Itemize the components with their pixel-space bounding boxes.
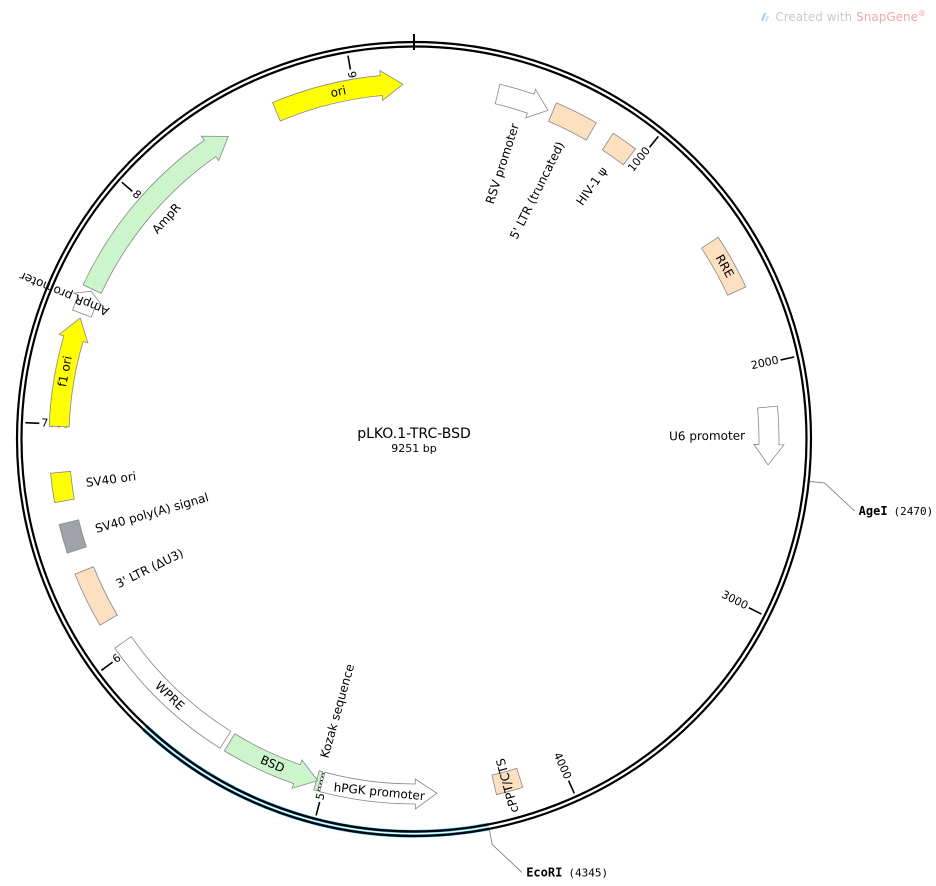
feature-sv40-poly-a-signal[interactable]: SV40 poly(A) signal xyxy=(58,490,211,554)
feature-sv40-ori[interactable]: SV40 ori xyxy=(50,469,137,504)
feature-cppt-cts[interactable]: cPPT/CTS xyxy=(491,757,524,815)
feature-shape xyxy=(753,405,785,466)
site-name: EcoRI xyxy=(526,866,562,880)
feature-label: 5' LTR (truncated) xyxy=(507,139,567,241)
feature-shape xyxy=(494,83,549,119)
feature-shape xyxy=(700,236,747,296)
site-layer: AgeI (2470) EcoRI (4345) xyxy=(488,481,934,880)
backbone xyxy=(15,34,813,838)
site-agei: AgeI (2470) xyxy=(859,504,934,518)
plasmid-length: 9251 bp xyxy=(391,442,436,455)
feature-shape xyxy=(601,132,637,166)
feature-label: SV40 ori xyxy=(85,469,137,490)
feature-rre[interactable]: RRE xyxy=(700,236,747,296)
feature-label: U6 promoter xyxy=(669,429,745,444)
tick-mark xyxy=(315,801,321,816)
feature-label: ori xyxy=(329,83,347,100)
feature-shape xyxy=(114,636,232,749)
brand-prefix: Created with xyxy=(775,9,853,24)
feature-shape xyxy=(48,317,89,428)
feature-hpgk-promoter[interactable]: hPGK promoter xyxy=(319,771,438,810)
feature-ori[interactable]: ori xyxy=(272,69,404,122)
feature-shape xyxy=(58,519,87,554)
site-position: (2470) xyxy=(894,505,934,518)
feature-5-ltr-truncated[interactable]: 5' LTR (truncated) xyxy=(507,102,597,242)
feature-label: 3' LTR (ΔU3) xyxy=(114,546,186,591)
feature-shape xyxy=(548,102,597,141)
feature-wpre[interactable]: WPRE xyxy=(114,636,232,749)
feature-u6-promoter[interactable]: U6 promoter xyxy=(669,405,785,466)
tick-mark xyxy=(567,780,576,794)
feature-shape xyxy=(50,470,75,504)
feature-kozak-sequence[interactable]: Kozak sequence xyxy=(313,662,358,792)
feature-hiv-1[interactable]: HIV-1 ψ xyxy=(574,132,637,208)
feature-shape xyxy=(74,566,118,626)
feature-label: Kozak sequence xyxy=(318,662,358,759)
snapgene-brand: Created with SnapGene® xyxy=(759,9,926,24)
site-leader-line xyxy=(809,481,855,512)
feature-label: SV40 poly(A) signal xyxy=(94,490,211,536)
tick-mark xyxy=(25,421,40,425)
tick-mark xyxy=(347,55,352,70)
feature-shape xyxy=(319,771,438,810)
tick-label: 4000 xyxy=(551,750,574,781)
tick-label: 3000 xyxy=(719,588,750,612)
site-leader-line xyxy=(488,829,523,873)
feature-3-ltr-u3[interactable]: 3' LTR (ΔU3) xyxy=(74,546,186,626)
center-label: pLKO.1-TRC-BSD 9251 bp xyxy=(357,426,471,455)
feature-bsd[interactable]: BSD xyxy=(223,733,319,789)
snapgene-logo-icon xyxy=(761,12,770,21)
feature-shape xyxy=(223,733,319,789)
site-position: (4345) xyxy=(568,867,608,880)
feature-label: HIV-1 ψ xyxy=(574,164,611,208)
brand-name: SnapGene xyxy=(856,10,918,24)
site-name: AgeI xyxy=(859,504,888,518)
brand-reg: ® xyxy=(918,9,926,18)
site-ecori: EcoRI (4345) xyxy=(526,866,608,880)
feature-shape xyxy=(72,290,103,318)
feature-label: RSV promoter xyxy=(483,122,522,206)
tick-mark xyxy=(648,135,659,148)
feature-ampr[interactable]: AmpR xyxy=(82,135,229,294)
feature-label: f1 ori xyxy=(55,355,75,388)
feature-shape xyxy=(82,135,229,294)
feature-shape xyxy=(491,767,524,796)
tick-label: 2000 xyxy=(750,354,780,373)
tick-mark xyxy=(121,181,133,193)
plasmid-name: pLKO.1-TRC-BSD xyxy=(357,426,471,442)
feature-shape xyxy=(272,69,404,122)
tick-mark xyxy=(780,356,795,361)
feature-f1-ori[interactable]: f1 ori xyxy=(48,317,89,428)
tick-mark xyxy=(100,661,114,672)
tick-mark xyxy=(748,607,762,615)
